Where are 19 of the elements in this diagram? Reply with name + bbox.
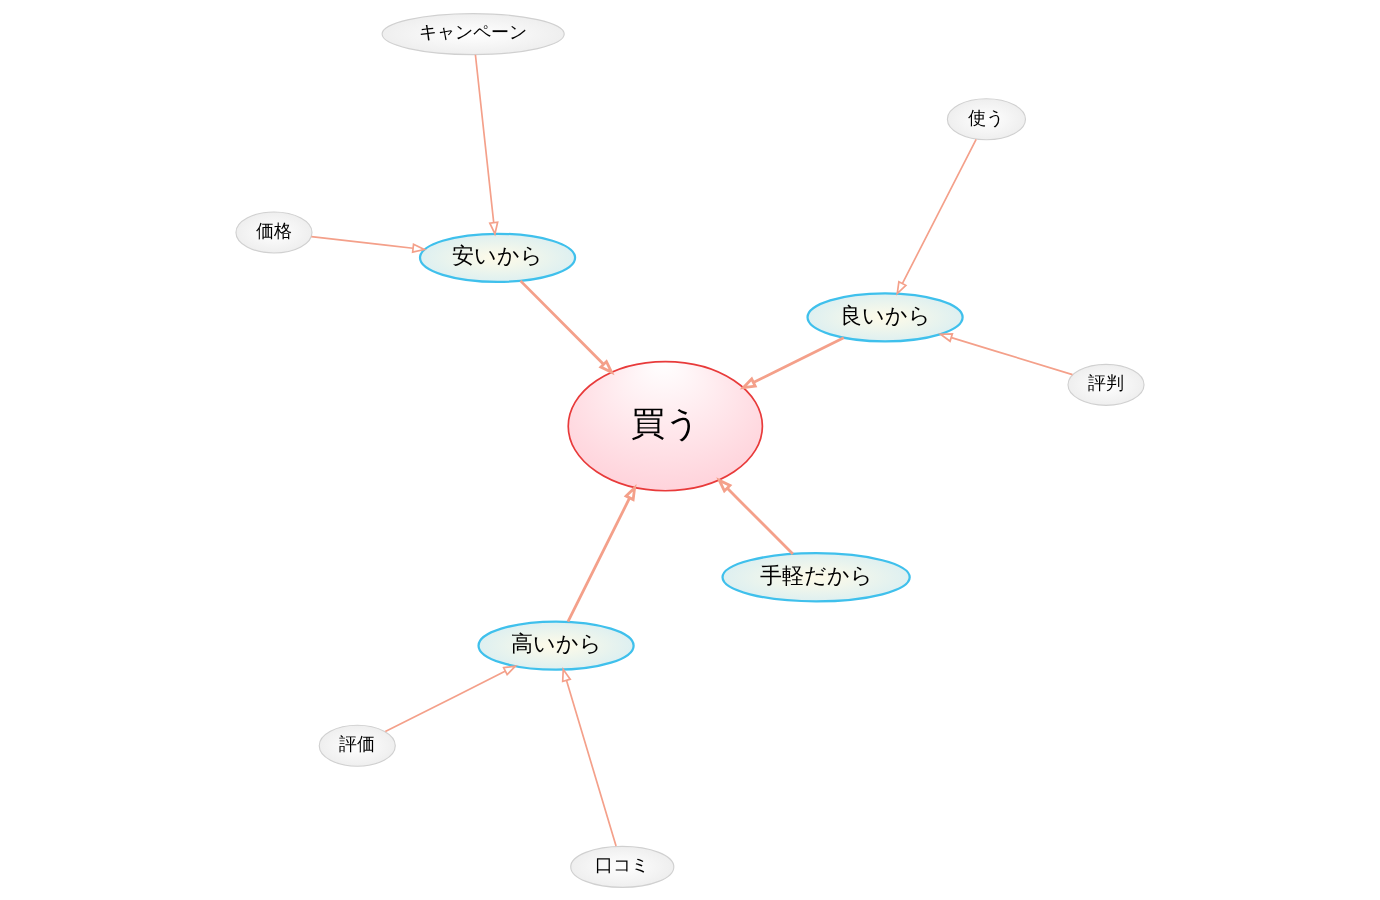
node-ellipse: 評価 (318, 724, 396, 767)
node-ellipse: 口コミ (570, 845, 675, 888)
node-ellipse: 安いから (418, 232, 577, 283)
arrow (739, 336, 845, 389)
arrow (310, 235, 427, 253)
node-ellipse: 価格 (235, 210, 313, 253)
arrow (896, 138, 977, 296)
arrow (384, 664, 518, 732)
arrow (519, 279, 615, 375)
node-ellipse: キャンペーン (381, 12, 565, 55)
node-ellipse: 評判 (1067, 363, 1145, 406)
arrow (474, 53, 499, 236)
arrow (716, 476, 794, 555)
node-ellipse: 使う (946, 97, 1027, 140)
arrow (938, 332, 1074, 375)
arrow (561, 666, 617, 847)
arrow (566, 483, 637, 622)
node-ellipse: 高いから (477, 619, 635, 671)
node-ellipse: 手軽だから (721, 551, 911, 602)
